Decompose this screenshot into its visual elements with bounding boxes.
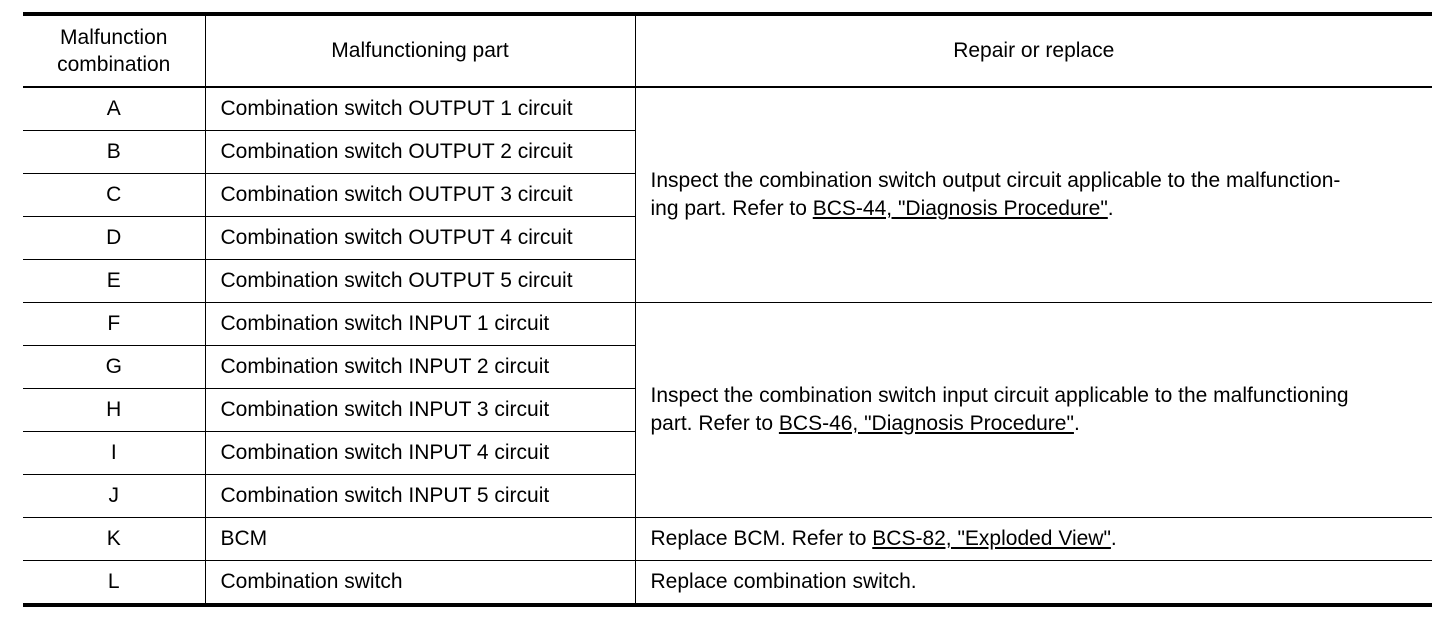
row-code: D	[23, 216, 206, 260]
row-part: Combination switch INPUT 2 circuit	[204, 345, 635, 389]
link-bcs-46[interactable]: BCS-46, "Diagnosis Procedure"	[778, 412, 1074, 435]
link-bcs-44[interactable]: BCS-44, "Diagnosis Procedure"	[812, 197, 1108, 220]
row-code: C	[23, 173, 206, 217]
table-body: A Combination switch OUTPUT 1 circuit In…	[23, 86, 1432, 607]
row-code: K	[23, 517, 206, 561]
header-malfunctioning-part: Malfunctioning part	[204, 12, 636, 88]
row-part: Combination switch OUTPUT 5 circuit	[204, 259, 635, 303]
row-part: Combination switch INPUT 5 circuit	[204, 474, 635, 518]
header-repair-or-replace: Repair or replace	[634, 12, 1432, 88]
row-code: A	[23, 86, 206, 131]
table-row: H Combination switch INPUT 3 circuit	[23, 388, 1432, 432]
row-code: J	[23, 474, 206, 518]
row-part: BCM	[204, 517, 636, 561]
row-code: F	[23, 302, 206, 346]
table-row: L Combination switch Replace combination…	[23, 560, 1432, 607]
table-row: K BCM Replace BCM. Refer to BCS-82, "Exp…	[23, 517, 1432, 561]
row-code: G	[23, 345, 206, 389]
table-row: J Combination switch INPUT 5 circuit	[23, 474, 1432, 518]
row-code: I	[23, 431, 206, 475]
row-code: E	[23, 259, 206, 303]
table-row: B Combination switch OUTPUT 2 circuit	[23, 130, 1432, 174]
action-input-circuit: Inspect the combination switch input cir…	[634, 302, 1432, 518]
action-replace-bcm: Replace BCM. Refer to BCS-82, "Exploded …	[634, 517, 1432, 561]
table-row: E Combination switch OUTPUT 5 circuit	[23, 259, 1432, 303]
table-row: A Combination switch OUTPUT 1 circuit In…	[23, 86, 1432, 303]
row-code: B	[23, 130, 206, 174]
row-code: H	[23, 388, 206, 432]
row-part: Combination switch OUTPUT 2 circuit	[204, 130, 635, 174]
row-part: Combination switch OUTPUT 4 circuit	[204, 216, 635, 260]
row-part: Combination switch OUTPUT 3 circuit	[204, 173, 635, 217]
table-row: I Combination switch INPUT 4 circuit	[23, 431, 1432, 475]
row-part: Combination switch INPUT 4 circuit	[204, 431, 635, 475]
table-row: F Combination switch INPUT 1 circuit Ins…	[23, 302, 1432, 518]
link-bcs-82[interactable]: BCS-82, "Exploded View"	[872, 527, 1111, 550]
action-output-circuit: Inspect the combination switch output ci…	[634, 86, 1432, 303]
row-part: Combination switch OUTPUT 1 circuit	[204, 86, 636, 131]
action-replace-switch: Replace combination switch.	[634, 560, 1432, 607]
row-part: Combination switch INPUT 3 circuit	[204, 388, 635, 432]
row-code: L	[23, 560, 206, 607]
row-part: Combination switch	[204, 560, 636, 607]
row-part: Combination switch INPUT 1 circuit	[204, 302, 636, 346]
table-row: G Combination switch INPUT 2 circuit	[23, 345, 1432, 389]
